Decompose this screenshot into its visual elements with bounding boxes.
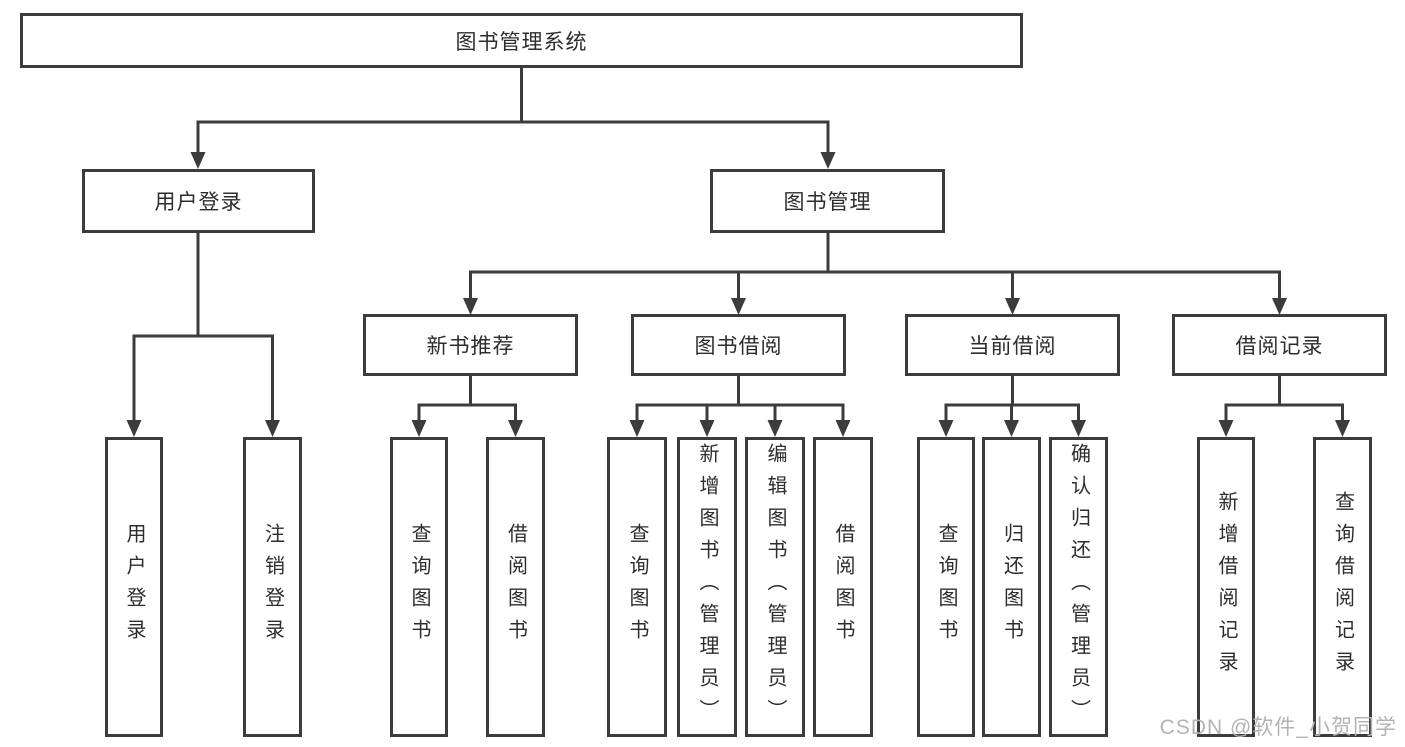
- leaf-label: 借阅图书: [504, 523, 527, 651]
- node-new-book-recommend: 新书推荐: [363, 314, 578, 376]
- leaf-label: 查询图书: [935, 523, 957, 651]
- leaf-label: 借阅图书: [832, 523, 854, 651]
- node-user-login: 用户登录: [82, 169, 315, 233]
- leaf-label: 新增图书（管理员）: [696, 443, 718, 731]
- leaf-label: 查询图书: [408, 523, 430, 651]
- leaf-user-login: 用户登录: [105, 437, 163, 737]
- node-book-management: 图书管理: [710, 169, 945, 233]
- leaf-label: 编辑图书（管理员）: [764, 443, 786, 731]
- leaf-label: 确认归还（管理员）: [1067, 443, 1090, 731]
- leaf-add-book-admin: 新增图书（管理员）: [677, 437, 737, 737]
- node-borrowing-records: 借阅记录: [1172, 314, 1387, 376]
- leaf-logout: 注销登录: [243, 437, 302, 737]
- leaf-label: 注销登录: [261, 523, 284, 651]
- leaf-query-borrow-record: 查询借阅记录: [1313, 437, 1372, 737]
- node-library-management-system: 图书管理系统: [20, 13, 1023, 68]
- leaf-add-borrow-record: 新增借阅记录: [1197, 437, 1255, 737]
- leaf-label: 查询借阅记录: [1331, 491, 1354, 683]
- leaf-query-books-current: 查询图书: [917, 437, 975, 737]
- leaf-label: 用户登录: [123, 523, 145, 651]
- leaf-borrow-books-recommend: 借阅图书: [486, 437, 545, 737]
- leaf-borrow-books-borrowing: 借阅图书: [813, 437, 873, 737]
- leaf-query-books-recommend: 查询图书: [390, 437, 448, 737]
- leaf-confirm-return-admin: 确认归还（管理员）: [1049, 437, 1108, 737]
- leaf-label: 新增借阅记录: [1215, 491, 1237, 683]
- leaf-query-books-borrowing: 查询图书: [607, 437, 667, 737]
- leaf-label: 查询图书: [626, 523, 648, 651]
- node-book-borrowing: 图书借阅: [631, 314, 846, 376]
- leaf-edit-book-admin: 编辑图书（管理员）: [745, 437, 805, 737]
- leaf-return-books: 归还图书: [982, 437, 1041, 737]
- leaf-label: 归还图书: [1000, 523, 1023, 651]
- node-current-borrowing: 当前借阅: [905, 314, 1120, 376]
